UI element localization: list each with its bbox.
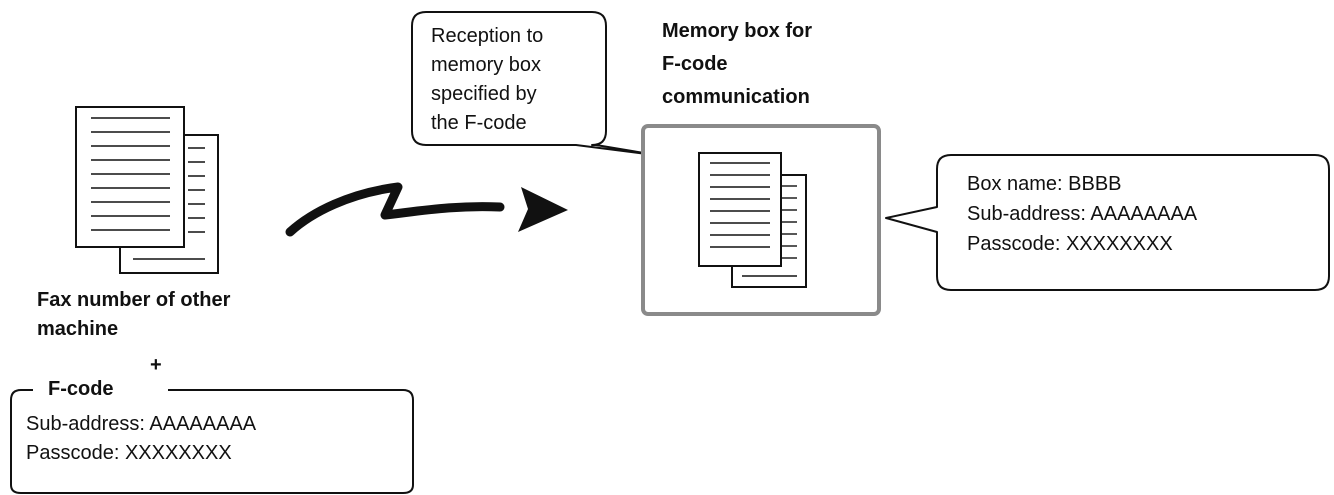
- box-info-callout-bubble: [885, 154, 1330, 291]
- box-info-sub-address: Sub-address: AAAAAAAA: [967, 203, 1198, 225]
- memory-box-title-line2: F-code: [662, 53, 728, 75]
- fcode-legend: F-code: [48, 378, 114, 400]
- box-info-name: Box name: BBBB: [967, 173, 1122, 195]
- reception-text-line1: Reception to: [431, 25, 544, 47]
- fcode-passcode: Passcode: XXXXXXXX: [26, 442, 232, 464]
- reception-text-line2: memory box: [431, 54, 542, 76]
- zigzag-arrow-line: [285, 182, 505, 237]
- document-stack-icon: [75, 106, 219, 274]
- memory-box-title-line1: Memory box for: [662, 20, 813, 42]
- fcode-sub-address: Sub-address: AAAAAAAA: [26, 413, 257, 435]
- plus-sign: +: [150, 354, 162, 376]
- fcode-panel-frame: [10, 389, 414, 494]
- box-back-page-lines: [742, 185, 797, 277]
- reception-callout-bubble: [411, 11, 663, 157]
- document-stack-icon: [698, 152, 807, 288]
- reception-text-line3: specified by: [431, 83, 537, 105]
- reception-text-line4: the F-code: [431, 112, 527, 134]
- memory-box-title-line3: communication: [662, 86, 810, 108]
- box-front-page: [698, 152, 782, 267]
- source-caption-line2: machine: [37, 318, 119, 340]
- box-front-page-lines: [710, 162, 770, 248]
- box-info-passcode: Passcode: XXXXXXXX: [967, 233, 1173, 255]
- zigzag-arrow-icon: [285, 182, 568, 237]
- front-page-lines: [91, 117, 170, 231]
- back-page-lines: [133, 147, 205, 260]
- front-page: [75, 106, 185, 248]
- arrow-head: [518, 187, 568, 232]
- source-caption-line1: Fax number of other: [37, 289, 231, 311]
